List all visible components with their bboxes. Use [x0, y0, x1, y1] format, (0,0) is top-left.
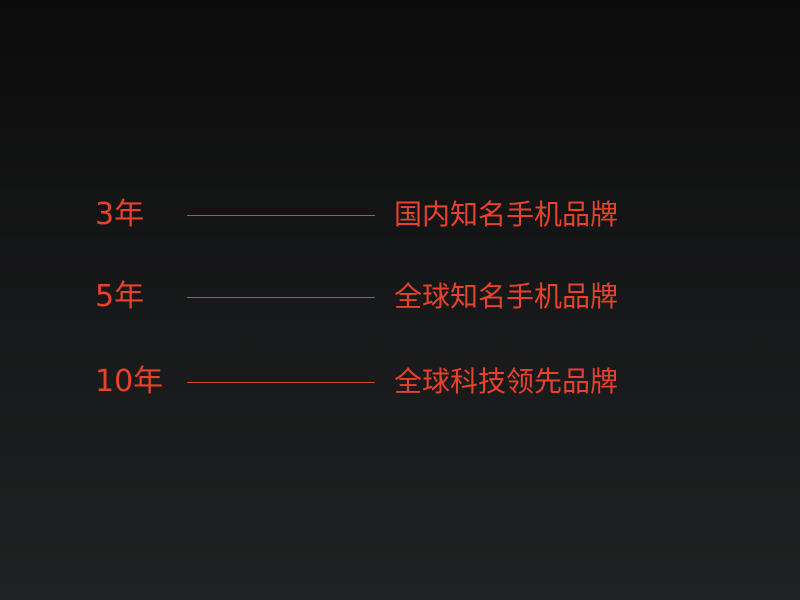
connector-line [187, 382, 375, 383]
milestone-goal: 全球知名手机品牌 [394, 280, 619, 313]
connector-line [187, 215, 375, 216]
milestone-years: 10年 [95, 364, 164, 399]
milestone-years: 3年 [95, 197, 145, 232]
milestone-years: 5年 [95, 279, 145, 314]
milestone-goal: 国内知名手机品牌 [394, 198, 619, 231]
milestone-row: 10年 全球科技领先品牌 [0, 362, 800, 402]
milestone-row: 5年 全球知名手机品牌 [0, 277, 800, 317]
connector-line [187, 297, 375, 298]
milestone-goal: 全球科技领先品牌 [394, 365, 619, 398]
milestone-row: 3年 国内知名手机品牌 [0, 195, 800, 235]
